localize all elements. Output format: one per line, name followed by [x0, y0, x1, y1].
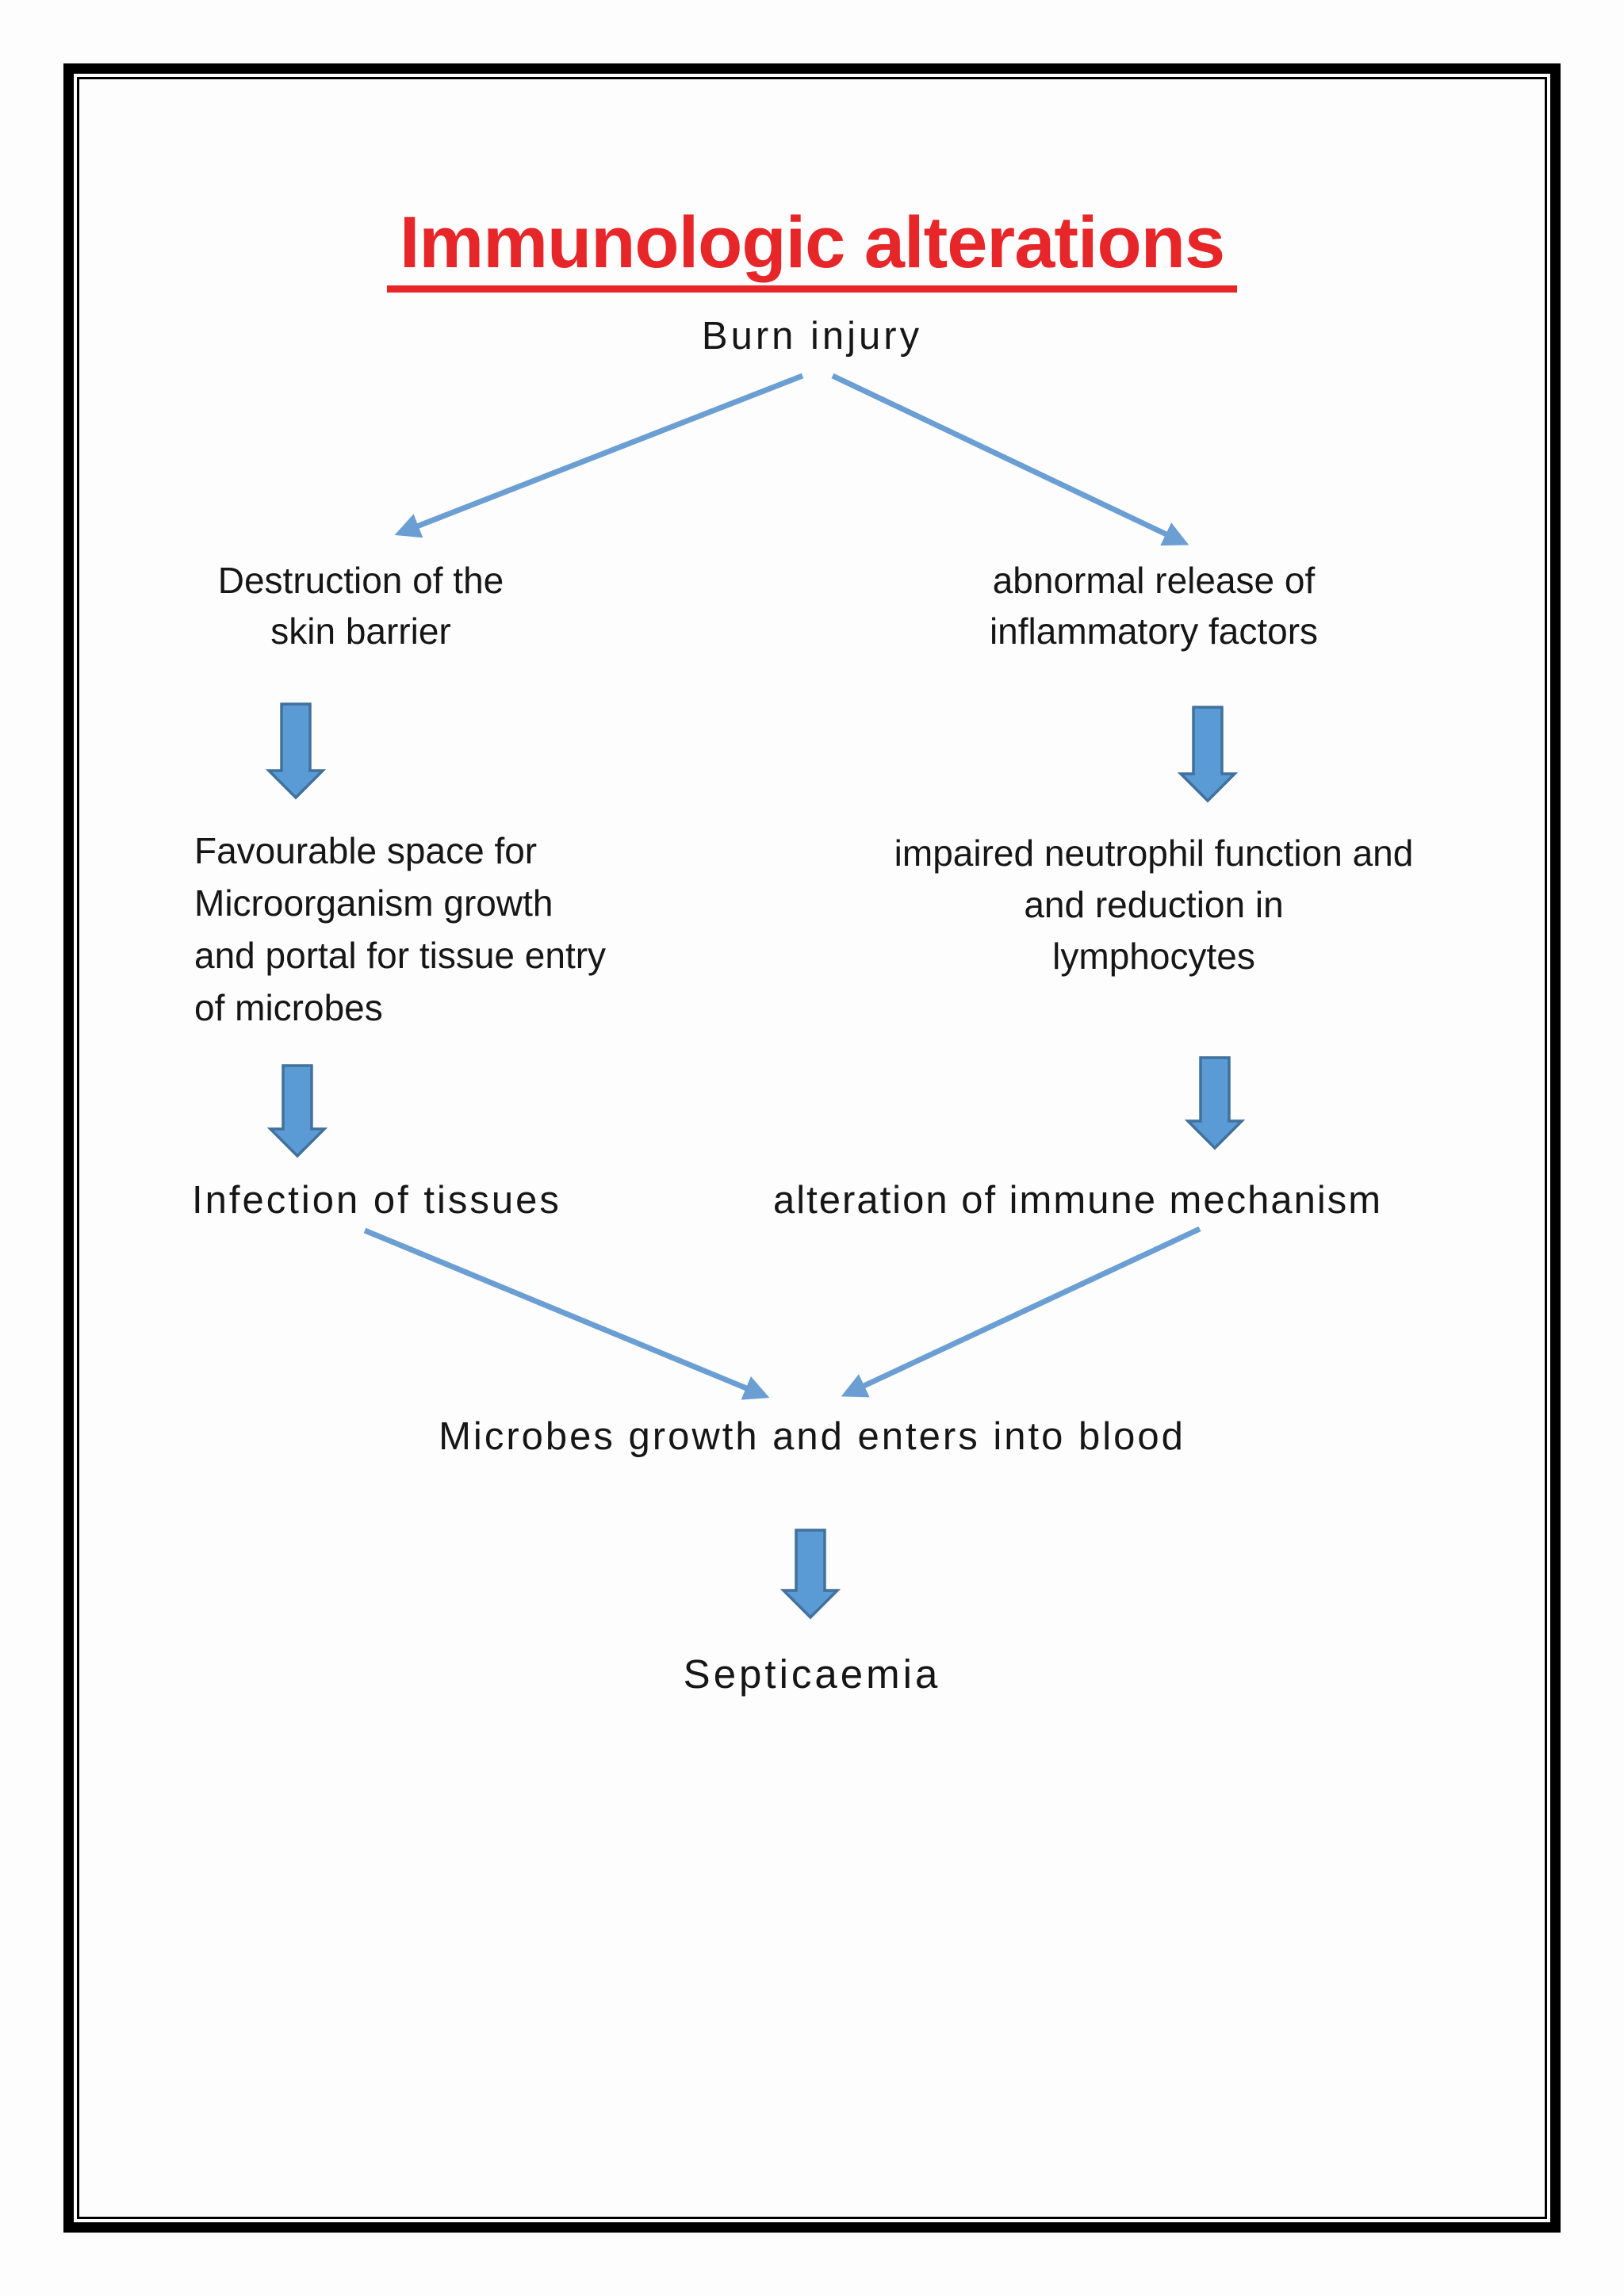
node-infection-of-tissues: Infection of tissues [192, 1179, 561, 1222]
node-alteration-immune-mechanism: alteration of immune mechanism [773, 1179, 1383, 1222]
page-title: Immunologic alterations [386, 204, 1238, 293]
node-text-line: of microbes [194, 987, 383, 1028]
down-block-arrow-right-1-icon [1177, 706, 1239, 803]
node-favourable-space: Favourable space for Microorganism growt… [194, 825, 638, 1034]
down-block-arrow-right-2-icon [1184, 1056, 1246, 1150]
node-burn-injury: Burn injury [701, 315, 923, 358]
node-septicaemia: Septicaemia [683, 1651, 941, 1697]
node-text-line: abnormal release of [992, 560, 1316, 601]
node-text-line: and reduction in [1024, 884, 1284, 925]
node-abnormal-release: abnormal release of inflammatory factors [956, 555, 1352, 656]
node-text-line: and portal for tissue entry [194, 935, 607, 976]
node-text-line: lymphocytes [1052, 936, 1255, 977]
title-row: Immunologic alterations [0, 204, 1624, 293]
down-block-arrow-left-2-icon [266, 1064, 328, 1158]
node-text-line: skin barrier [270, 610, 451, 652]
connector-alteration-to-merge-arrow-icon [841, 1226, 1201, 1398]
connector-burn-to-destruction-arrow-icon [394, 373, 804, 538]
down-block-arrow-bottom-icon [779, 1529, 841, 1620]
node-text-line: impaired neutrophil function and [894, 832, 1414, 874]
down-block-arrow-left-1-icon [265, 702, 327, 800]
node-text-line: Destruction of the [217, 560, 504, 601]
node-microbes-growth: Microbes growth and enters into blood [439, 1415, 1185, 1458]
node-text-line: Favourable space for [194, 830, 538, 871]
connector-infection-to-merge-arrow-icon [363, 1227, 770, 1400]
node-text-line: inflammatory factors [989, 610, 1319, 652]
node-text-line: Microorganism growth [194, 882, 553, 924]
node-impaired-neutrophil: impaired neutrophil function and and red… [876, 828, 1431, 982]
connector-burn-to-abnormal-release-arrow-icon [831, 373, 1189, 546]
node-destruction-skin-barrier: Destruction of the skin barrier [182, 555, 539, 656]
